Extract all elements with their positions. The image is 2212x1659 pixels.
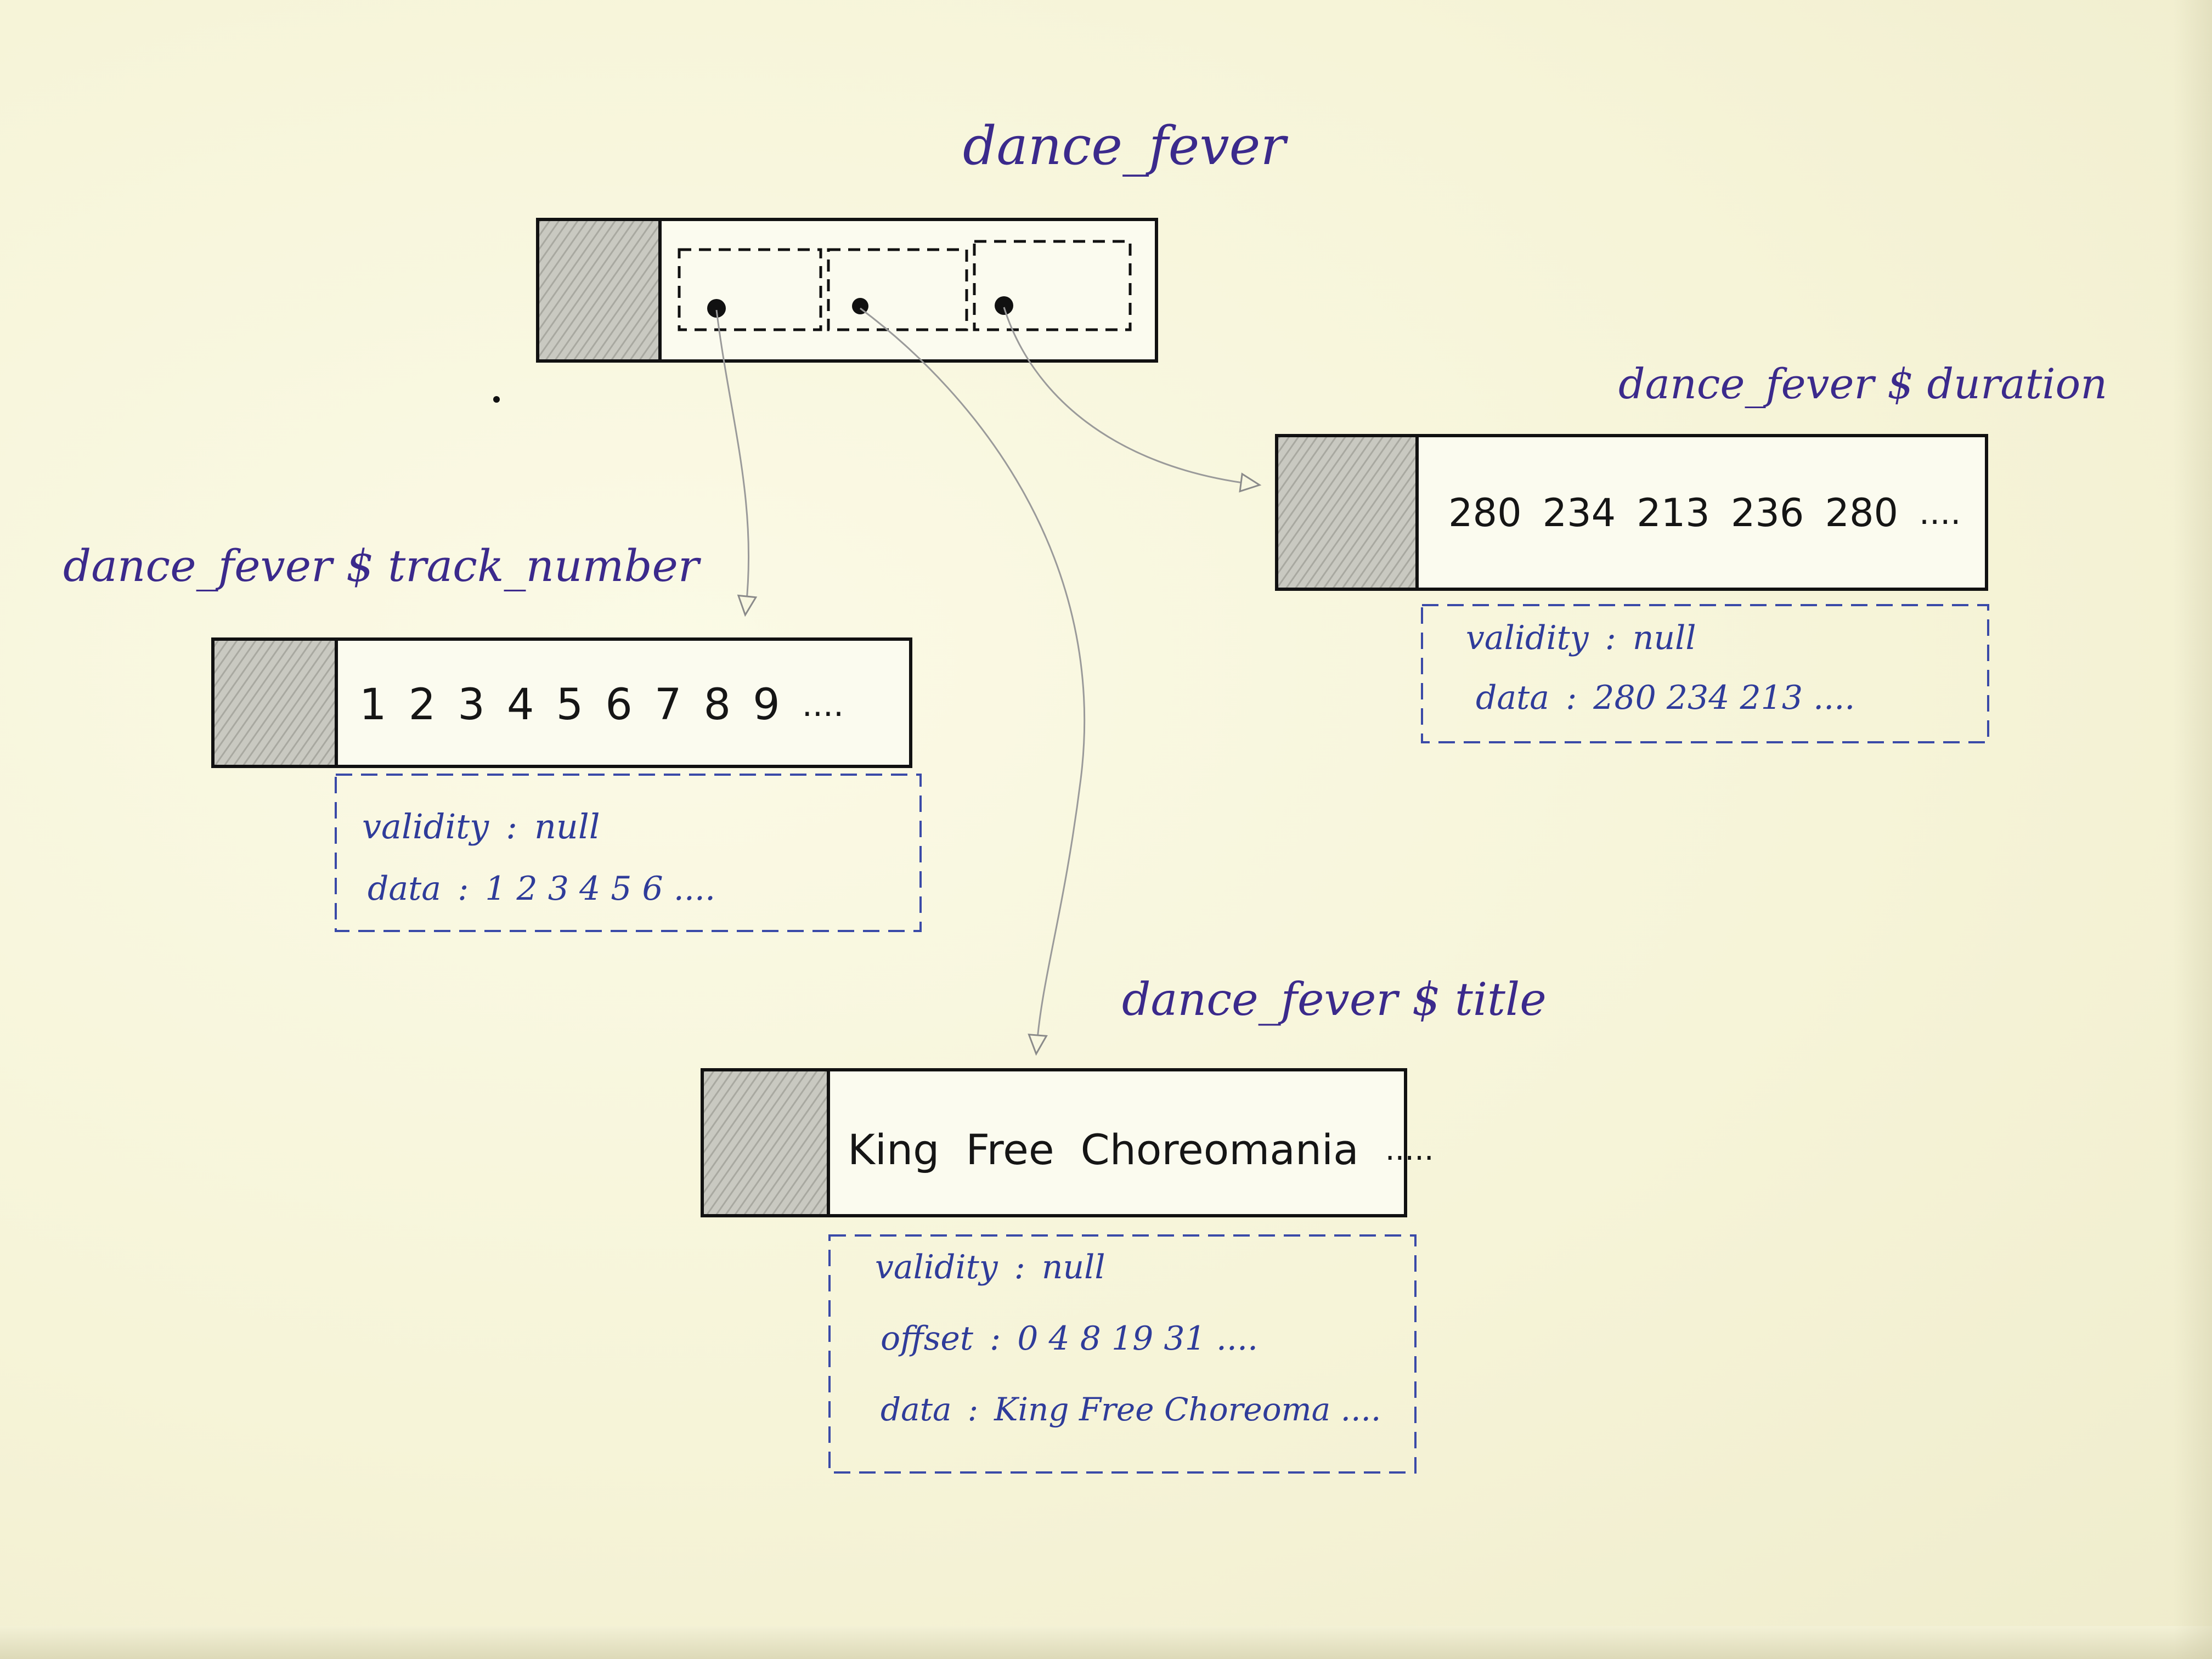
title-validity-shade xyxy=(704,1071,828,1214)
duration-value: 236 xyxy=(1730,490,1804,535)
title-buffers-box xyxy=(828,1234,1417,1474)
struct-validity-shade xyxy=(539,221,660,359)
title-field-title: dance_fever $ title xyxy=(1122,974,1547,1026)
duration-validity-shade xyxy=(1278,437,1417,588)
pointer-dot-3 xyxy=(995,296,1013,315)
track-number-buffers-box xyxy=(335,774,922,932)
struct-array-box xyxy=(536,218,1158,363)
data-value: 1 2 3 4 5 6 .... xyxy=(485,870,716,908)
arrow-to-track-number xyxy=(715,309,758,617)
title-offset-line: offset:0 4 8 19 31 .... xyxy=(881,1319,1259,1358)
duration-value: 280 xyxy=(1448,490,1522,535)
title-value: Choreomania xyxy=(1080,1125,1359,1174)
validity-key: validity xyxy=(875,1248,998,1286)
duration-data-line: data:280 234 213 .... xyxy=(1476,679,1855,717)
struct-child-slot-1 xyxy=(678,248,822,331)
pointer-dot-1 xyxy=(707,299,726,318)
duration-title: dance_fever $ duration xyxy=(1618,359,2108,408)
data-key: data xyxy=(1476,679,1550,717)
track-number-validity-shade xyxy=(215,641,336,765)
data-value: 280 234 213 .... xyxy=(1593,679,1855,717)
track-number-validity-line: validity:null xyxy=(362,806,600,847)
title-value: King xyxy=(848,1125,940,1174)
track-number-title: dance_fever $ track_number xyxy=(63,540,699,591)
track-number-value: 1 xyxy=(359,680,387,730)
data-key: data xyxy=(368,870,442,908)
duration-value: 280 xyxy=(1825,490,1899,535)
track-number-array-box xyxy=(211,637,912,768)
data-value: King Free Choreoma .... xyxy=(994,1391,1381,1428)
duration-values: 280 234 213 236 280 .... xyxy=(1448,483,1975,543)
validity-value: null xyxy=(1632,619,1696,657)
offset-key: offset xyxy=(881,1319,974,1358)
track-number-value: 6 xyxy=(605,680,633,730)
track-number-value: 5 xyxy=(556,680,584,730)
paper-edge-bottom xyxy=(0,1626,2212,1659)
validity-key: validity xyxy=(362,806,489,847)
track-number-value: 8 xyxy=(703,680,731,730)
title-values: King Free Choreomania ..... xyxy=(848,1119,1434,1180)
duration-buffers-box xyxy=(1421,604,1989,743)
struct-title: dance_fever xyxy=(963,115,1286,177)
validity-key: validity xyxy=(1466,619,1589,657)
pointer-dot-2 xyxy=(852,298,868,314)
track-number-value: 9 xyxy=(753,680,780,730)
title-validity-line: validity:null xyxy=(875,1248,1105,1286)
struct-child-slot-3 xyxy=(973,240,1132,331)
paper-edge-right xyxy=(2174,0,2212,1659)
arrow-to-duration xyxy=(1003,307,1262,493)
title-value: Free xyxy=(966,1125,1054,1174)
duration-array-box xyxy=(1275,434,1988,591)
duration-value: 234 xyxy=(1542,490,1616,535)
title-ellipsis: ..... xyxy=(1385,1131,1434,1167)
track-number-value: 3 xyxy=(458,680,485,730)
arrow-to-title xyxy=(860,307,1086,1056)
track-number-data-line: data:1 2 3 4 5 6 .... xyxy=(368,870,716,908)
track-number-value: 2 xyxy=(408,680,436,730)
duration-ellipsis: .... xyxy=(1919,494,1961,532)
track-number-value: 7 xyxy=(654,680,682,730)
track-number-value: 4 xyxy=(506,680,534,730)
track-number-ellipsis: .... xyxy=(802,686,844,724)
validity-value: null xyxy=(534,806,600,847)
stray-ink-dot xyxy=(493,396,500,403)
duration-value: 213 xyxy=(1637,490,1710,535)
title-array-box xyxy=(701,1068,1407,1217)
title-data-line: data:King Free Choreoma .... xyxy=(881,1391,1381,1428)
data-key: data xyxy=(881,1391,952,1428)
validity-value: null xyxy=(1041,1248,1105,1286)
offset-value: 0 4 8 19 31 .... xyxy=(1017,1319,1259,1358)
track-number-values: 1 2 3 4 5 6 7 8 9 .... xyxy=(359,675,908,735)
struct-child-slot-2 xyxy=(827,248,968,331)
duration-validity-line: validity:null xyxy=(1466,619,1696,657)
